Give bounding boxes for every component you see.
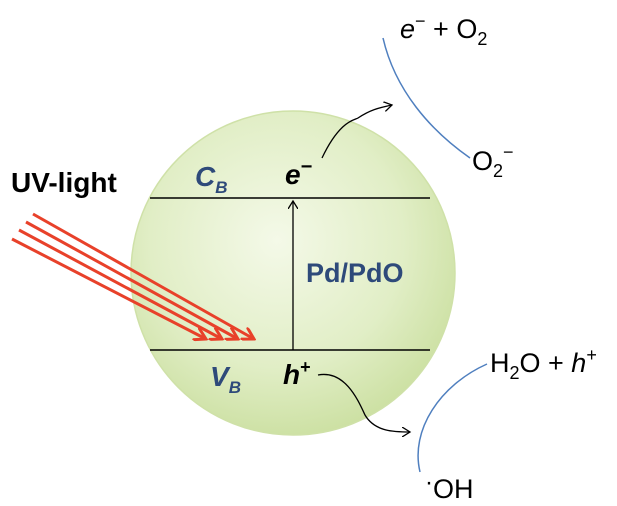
- reduction-electron: e: [400, 14, 415, 44]
- hole-letter: h: [283, 359, 300, 390]
- water-o: O +: [520, 348, 572, 378]
- oxidation-reactants: H2O + h+: [490, 345, 597, 383]
- hydroxyl-product: ·OH: [425, 469, 474, 504]
- valence-band-label: VB: [210, 361, 241, 397]
- superoxide-sub: 2: [493, 161, 503, 181]
- reduction-electron-sup: −: [415, 11, 426, 31]
- hole-transfer-arrow: [317, 373, 410, 432]
- electron-letter: e: [285, 159, 301, 190]
- conduction-band-label: CB: [195, 161, 228, 197]
- hydroxyl-oh: OH: [433, 474, 474, 504]
- water-h: H: [490, 348, 510, 378]
- uv-light-arrows: [11, 212, 254, 339]
- uv-arrow-3: [25, 220, 238, 339]
- oxidation-hole-sup: +: [586, 345, 597, 365]
- reduction-oxygen-sub: 2: [477, 29, 487, 49]
- radical-dot: ·: [425, 469, 433, 496]
- uv-arrow-2: [18, 228, 222, 339]
- hole-superscript: +: [300, 357, 311, 377]
- uv-arrow-1: [11, 237, 206, 339]
- oxidation-hole: h: [571, 348, 586, 378]
- cb-letter: C: [195, 161, 216, 192]
- catalyst-label: Pd/PdO: [306, 258, 404, 288]
- oxidation-arc: [417, 363, 488, 473]
- superoxide-o: O: [472, 146, 493, 176]
- electron-label: e−: [285, 156, 312, 190]
- electron-transfer-arrow: [321, 105, 392, 159]
- superoxide-sup: −: [503, 142, 514, 162]
- electron-superscript: −: [301, 156, 313, 178]
- vb-subscript: B: [229, 378, 241, 397]
- hole-label: h+: [283, 357, 311, 390]
- superoxide-product: O2−: [472, 142, 514, 181]
- cb-subscript: B: [215, 178, 227, 197]
- reduction-reactants: e− + O2: [400, 11, 487, 49]
- vb-letter: V: [210, 361, 231, 392]
- reduction-oxygen: + O: [426, 14, 478, 44]
- uv-light-label: UV-light: [11, 167, 117, 198]
- reduction-arc: [382, 37, 471, 159]
- uv-arrow-4: [32, 212, 254, 339]
- water-sub: 2: [510, 363, 520, 383]
